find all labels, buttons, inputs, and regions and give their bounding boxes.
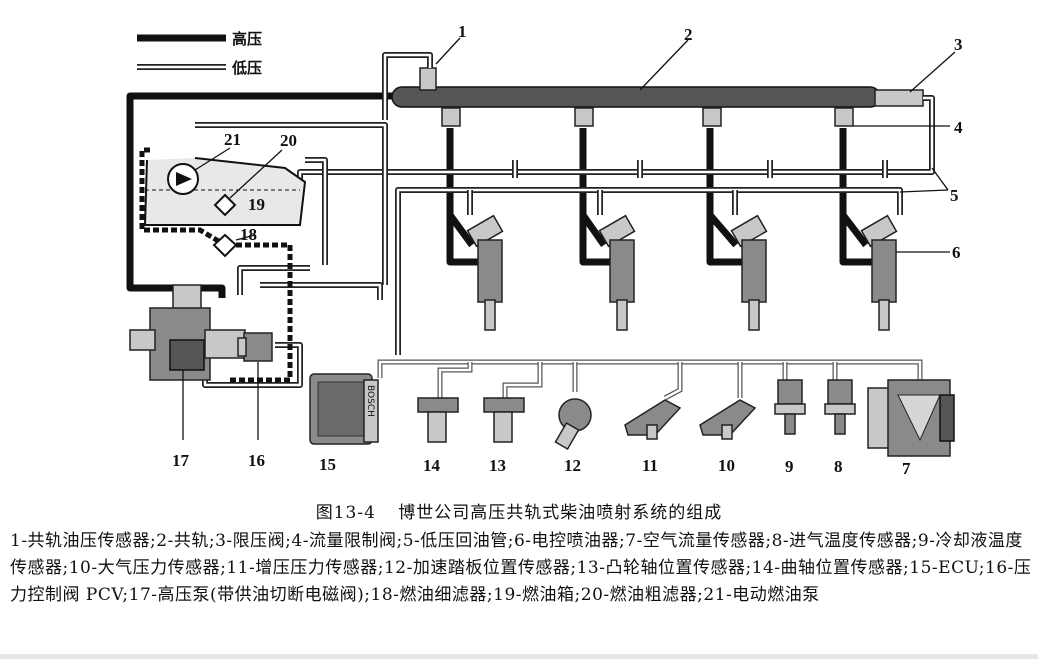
component-item: 9-冷却液温度传感器;	[10, 531, 1023, 578]
label-8: 8	[834, 457, 843, 476]
component-item: 20-燃油粗滤器;	[580, 585, 704, 605]
component-item: 15-ECU;	[909, 558, 986, 578]
scan-band	[0, 654, 1038, 659]
leader-lines	[182, 37, 956, 440]
air-flow-meter	[867, 379, 955, 457]
label-3: 3	[954, 35, 963, 54]
label-2: 2	[684, 25, 693, 44]
injector-3	[730, 214, 768, 331]
label-7: 7	[902, 459, 911, 478]
figure-caption: 图13-4 博世公司高压共轨式柴油喷射系统的组成	[0, 498, 1038, 523]
flow-limiter-3	[702, 107, 722, 127]
high-pressure-label: 高压	[232, 30, 262, 48]
low-pressure-label: 低压	[231, 59, 262, 77]
component-list: 1-共轨油压传感器;2-共轨;3-限压阀;4-流量限制阀;5-低压回油管;6-电…	[10, 528, 1034, 609]
flow-limiter-1	[441, 107, 461, 127]
component-item: 6-电控喷油器;	[513, 531, 626, 551]
label-19: 19	[248, 195, 265, 214]
label-1: 1	[458, 22, 467, 41]
flow-limiter-4	[834, 107, 854, 127]
component-item: 16-压力控制阀 PCV;	[10, 558, 1032, 605]
injector-1	[466, 214, 504, 331]
component-item: 19-燃油箱;	[493, 585, 581, 605]
component-item: 8-进气温度传感器;	[771, 531, 918, 551]
camshaft-position-sensor	[483, 397, 525, 443]
label-20: 20	[280, 131, 297, 150]
ecu: BOSCH	[309, 373, 379, 445]
common-rail	[391, 67, 924, 127]
component-item: 3-限压阀;	[215, 531, 292, 551]
component-item: 18-燃油细滤器;	[370, 585, 494, 605]
label-4: 4	[954, 118, 963, 137]
label-5: 5	[950, 186, 959, 205]
high-pressure-lines	[126, 92, 876, 298]
component-item: 5-低压回油管;	[402, 531, 514, 551]
coarse-filter	[213, 193, 237, 217]
component-item: 10-大气压力传感器;	[68, 558, 227, 578]
label-13: 13	[489, 456, 506, 475]
line-legend: 高压 低压	[137, 30, 262, 77]
component-item: 1-共轨油压传感器;	[10, 531, 157, 551]
ecu-brand: BOSCH	[365, 385, 375, 417]
label-17: 17	[172, 451, 190, 470]
label-14: 14	[423, 456, 441, 475]
label-18: 18	[240, 225, 257, 244]
component-item: 21-电动燃油泵	[703, 585, 820, 605]
component-item: 7-空气流量传感器;	[625, 531, 772, 551]
sensors	[417, 379, 955, 457]
component-item: 14-曲轴位置传感器;	[751, 558, 910, 578]
label-6: 6	[952, 243, 961, 262]
injectors	[466, 214, 898, 331]
coolant-temperature-sensor	[774, 379, 806, 435]
component-item: 2-共轨;	[156, 531, 216, 551]
high-pressure-pump	[129, 284, 246, 381]
label-12: 12	[564, 456, 581, 475]
pressure-limiting-valve	[874, 89, 924, 107]
label-21: 21	[224, 130, 241, 149]
injector-4	[860, 214, 898, 331]
boost-pressure-sensor	[624, 399, 682, 440]
component-item: 4-流量限制阀;	[291, 531, 403, 551]
atmospheric-pressure-sensor	[699, 399, 757, 440]
label-11: 11	[642, 456, 658, 475]
flow-limiter-2	[574, 107, 594, 127]
component-item: 12-加速踏板位置传感器;	[383, 558, 577, 578]
label-10: 10	[718, 456, 735, 475]
rail-pressure-sensor	[419, 67, 437, 91]
label-15: 15	[319, 455, 336, 474]
component-item: 17-高压泵(带供油切断电磁阀);	[128, 585, 371, 605]
accelerator-pedal-sensor	[554, 398, 592, 451]
label-16: 16	[248, 451, 265, 470]
fine-filter	[212, 233, 238, 258]
label-9: 9	[785, 457, 794, 476]
figure-title: 博世公司高压共轨式柴油喷射系统的组成	[398, 503, 723, 523]
crankshaft-position-sensor	[417, 397, 459, 443]
sensor-harness	[377, 359, 923, 401]
injector-2	[598, 214, 636, 331]
figure-number: 图13-4	[315, 503, 376, 523]
number-labels: 1 2 3 4 5 6 7 8 9 10 11 12 13 14 15 16 1…	[172, 22, 963, 478]
component-item: 13-凸轮轴位置传感器;	[576, 558, 752, 578]
fuel-tank	[139, 147, 307, 383]
component-item: 11-增压压力传感器;	[226, 558, 384, 578]
intake-air-temperature-sensor	[824, 379, 856, 435]
pressure-control-valve	[237, 332, 273, 362]
